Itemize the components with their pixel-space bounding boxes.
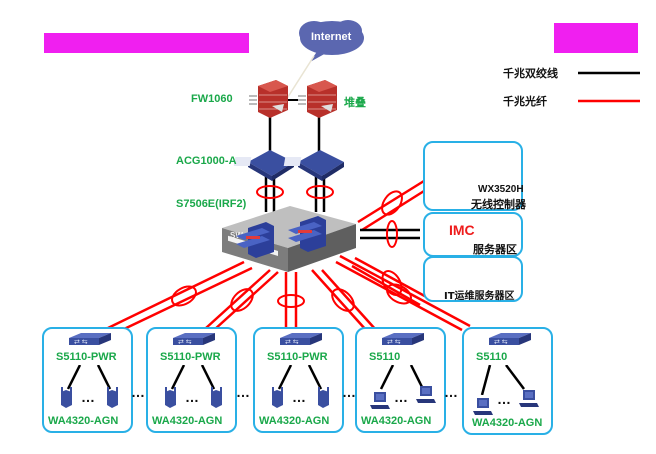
more-devices-ellipsis: … [185,389,200,405]
access-switch-icon: ⇄ ⇆ [280,333,322,346]
acg-device-icon-1 [233,150,294,181]
uplink-lines [66,365,112,390]
access-point-label: WA4320-AGN [472,417,543,429]
between-groups-ellipsis: … [236,384,251,400]
legend-copper-label: 千兆双绞线 [503,67,558,80]
access-point-icon [272,387,283,408]
between-groups-ellipsis: … [131,384,146,400]
redacted-title-bar [44,33,249,53]
access-switch-icon: ⇄ ⇆ [489,333,531,346]
stack-label: 堆叠 [344,96,366,109]
access-switch-label: S5110-PWR [267,351,328,363]
acg-label: ACG1000-A [176,155,237,167]
access-switch-label: S5110-PWR [160,351,221,363]
redacted-legend-title-bar [554,23,638,53]
pc-icon [416,386,436,403]
access-point-label: WA4320-AGN [48,415,119,427]
wx-model-label: WX3520H [478,184,524,195]
it-ops-zone-label: IT运维服务器区 [444,291,515,302]
access-point-label: WA4320-AGN [259,415,330,427]
svg-text:⇄ ⇆: ⇄ ⇆ [387,339,401,346]
svg-text:SW: SW [230,231,243,240]
access-switch-icon: ⇄ ⇆ [173,333,215,346]
access-point-icon [318,387,329,408]
more-devices-ellipsis: … [394,389,409,405]
access-point-icon [107,387,118,408]
core-switch-icon: SW [222,206,356,272]
access-group: ⇄ ⇆ S5110-PWR … WA4320-AGN [146,327,237,433]
access-switch-icon: ⇄ ⇆ [69,333,111,346]
imc-label: IMC [449,222,475,238]
access-point-icon [165,387,176,408]
access-group: ⇄ ⇆ S5110 … WA4320-AGN [355,327,446,433]
svg-text:⇄ ⇆: ⇄ ⇆ [178,339,192,346]
svg-text:⇄ ⇆: ⇄ ⇆ [74,339,88,346]
access-group: ⇄ ⇆ S5110-PWR … WA4320-AGN [42,327,133,433]
wx-zone-label: 无线控制器 [471,198,526,211]
zone-wireless-controller [423,141,523,211]
more-devices-ellipsis: … [497,391,512,407]
zone-imc-servers [423,212,523,257]
pc-icon [370,392,390,409]
core-switch-label: S7506E(IRF2) [176,198,247,210]
zone-it-ops-servers [423,256,523,302]
uplink-lines [480,365,525,395]
imc-zone-label: 服务器区 [473,243,517,256]
access-point-icon [61,387,72,408]
access-switch-label: S5110-PWR [56,351,117,363]
uplink-lines [379,365,425,390]
acg-device-icon-2 [283,150,344,181]
between-groups-ellipsis: … [444,384,459,400]
internet-cloud-icon [299,20,364,62]
access-point-label: WA4320-AGN [361,415,432,427]
more-devices-ellipsis: … [292,389,307,405]
access-switch-label: S5110 [369,351,401,363]
pc-icon [473,398,493,415]
firewall-icon-1 [249,80,288,118]
firewall-label: FW1060 [191,93,233,105]
access-group: ⇄ ⇆ S5110-PWR … WA4320-AGN [253,327,344,433]
svg-text:⇄ ⇆: ⇄ ⇆ [494,339,508,346]
access-switch-label: S5110 [476,351,508,363]
between-groups-ellipsis: … [342,384,357,400]
access-switch-icon: ⇄ ⇆ [382,333,424,346]
more-devices-ellipsis: … [81,389,96,405]
uplink-lines [170,365,216,390]
access-group: ⇄ ⇆ S5110 … WA4320-AGN [462,327,553,435]
legend-fiber-label: 千兆光纤 [503,95,547,108]
internet-link [285,55,315,101]
pc-icon [519,390,539,407]
access-point-icon [211,387,222,408]
firewall-icon-2 [298,80,337,118]
svg-text:⇄ ⇆: ⇄ ⇆ [285,339,299,346]
internet-label: Internet [311,31,352,43]
uplink-lines [277,365,323,390]
access-point-label: WA4320-AGN [152,415,223,427]
